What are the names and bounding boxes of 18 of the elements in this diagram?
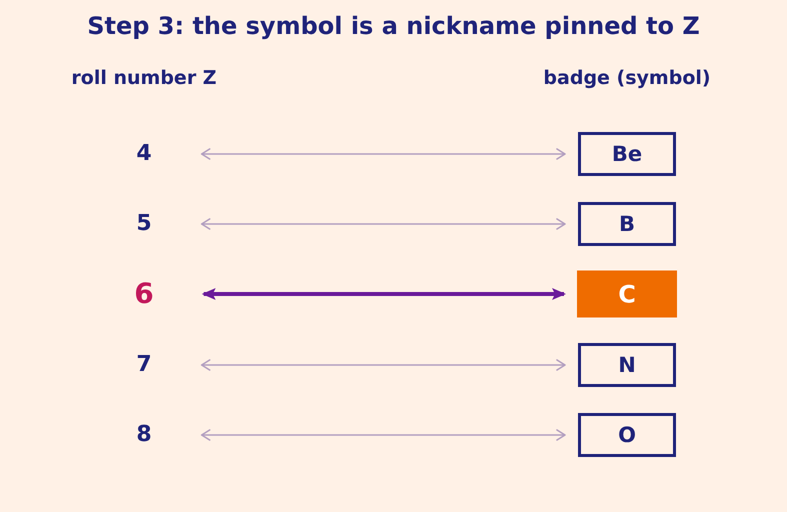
double-headed-arrow xyxy=(200,359,566,371)
atomic-number: 8 xyxy=(136,424,152,446)
double-headed-arrow xyxy=(200,429,566,441)
column-heading: badge (symbol) xyxy=(543,66,711,90)
double-headed-arrow xyxy=(200,148,566,160)
highlighted-symbol-box: C xyxy=(577,270,677,318)
double-headed-arrow xyxy=(202,288,566,300)
atomic-number: 5 xyxy=(136,213,152,235)
column-heading: roll number Z xyxy=(71,66,217,90)
symbol-box: Be xyxy=(578,132,676,176)
diagram-title: Step 3: the symbol is a nickname pinned to Z xyxy=(87,11,700,42)
symbol-box: N xyxy=(578,343,676,387)
atomic-number: 4 xyxy=(136,143,152,165)
symbol-box: B xyxy=(578,202,676,246)
atomic-number: 7 xyxy=(136,354,152,376)
atomic-number: 6 xyxy=(134,280,154,308)
double-headed-arrow xyxy=(200,218,566,230)
symbol-box: O xyxy=(578,413,676,457)
